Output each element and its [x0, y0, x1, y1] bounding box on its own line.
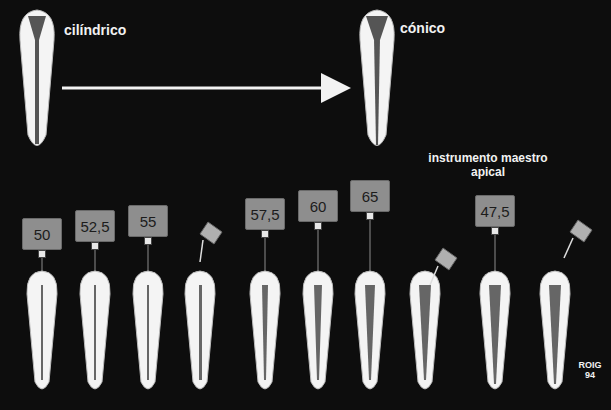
file-handle: 52,5 — [75, 210, 115, 242]
file-size: 50 — [34, 226, 51, 243]
file-handle: 65 — [350, 180, 390, 212]
file-size: 55 — [140, 213, 157, 230]
caption-label: instrumento maestro apical — [428, 152, 548, 180]
file-handle: 50 — [22, 218, 62, 250]
progression-arrow — [62, 87, 345, 90]
file-handle: 60 — [298, 190, 338, 222]
conical-tooth — [360, 10, 394, 146]
watermark: ROIG 94 — [573, 360, 607, 381]
file-handle: 47,5 — [475, 195, 515, 227]
file-size: 60 — [310, 198, 327, 215]
root-canals — [41, 285, 561, 384]
file-handle: 55 — [128, 205, 168, 237]
caption-label: cónico — [400, 20, 520, 36]
cylindrical-tooth — [20, 10, 54, 146]
caption-label: cilíndrico — [64, 22, 184, 38]
tooth-row — [27, 271, 570, 389]
file-size: 52,5 — [80, 218, 109, 235]
file-size: 57,5 — [250, 206, 279, 223]
file-size: 47,5 — [480, 203, 509, 220]
file-handle: 57,5 — [245, 198, 285, 230]
file-size: 65 — [362, 188, 379, 205]
